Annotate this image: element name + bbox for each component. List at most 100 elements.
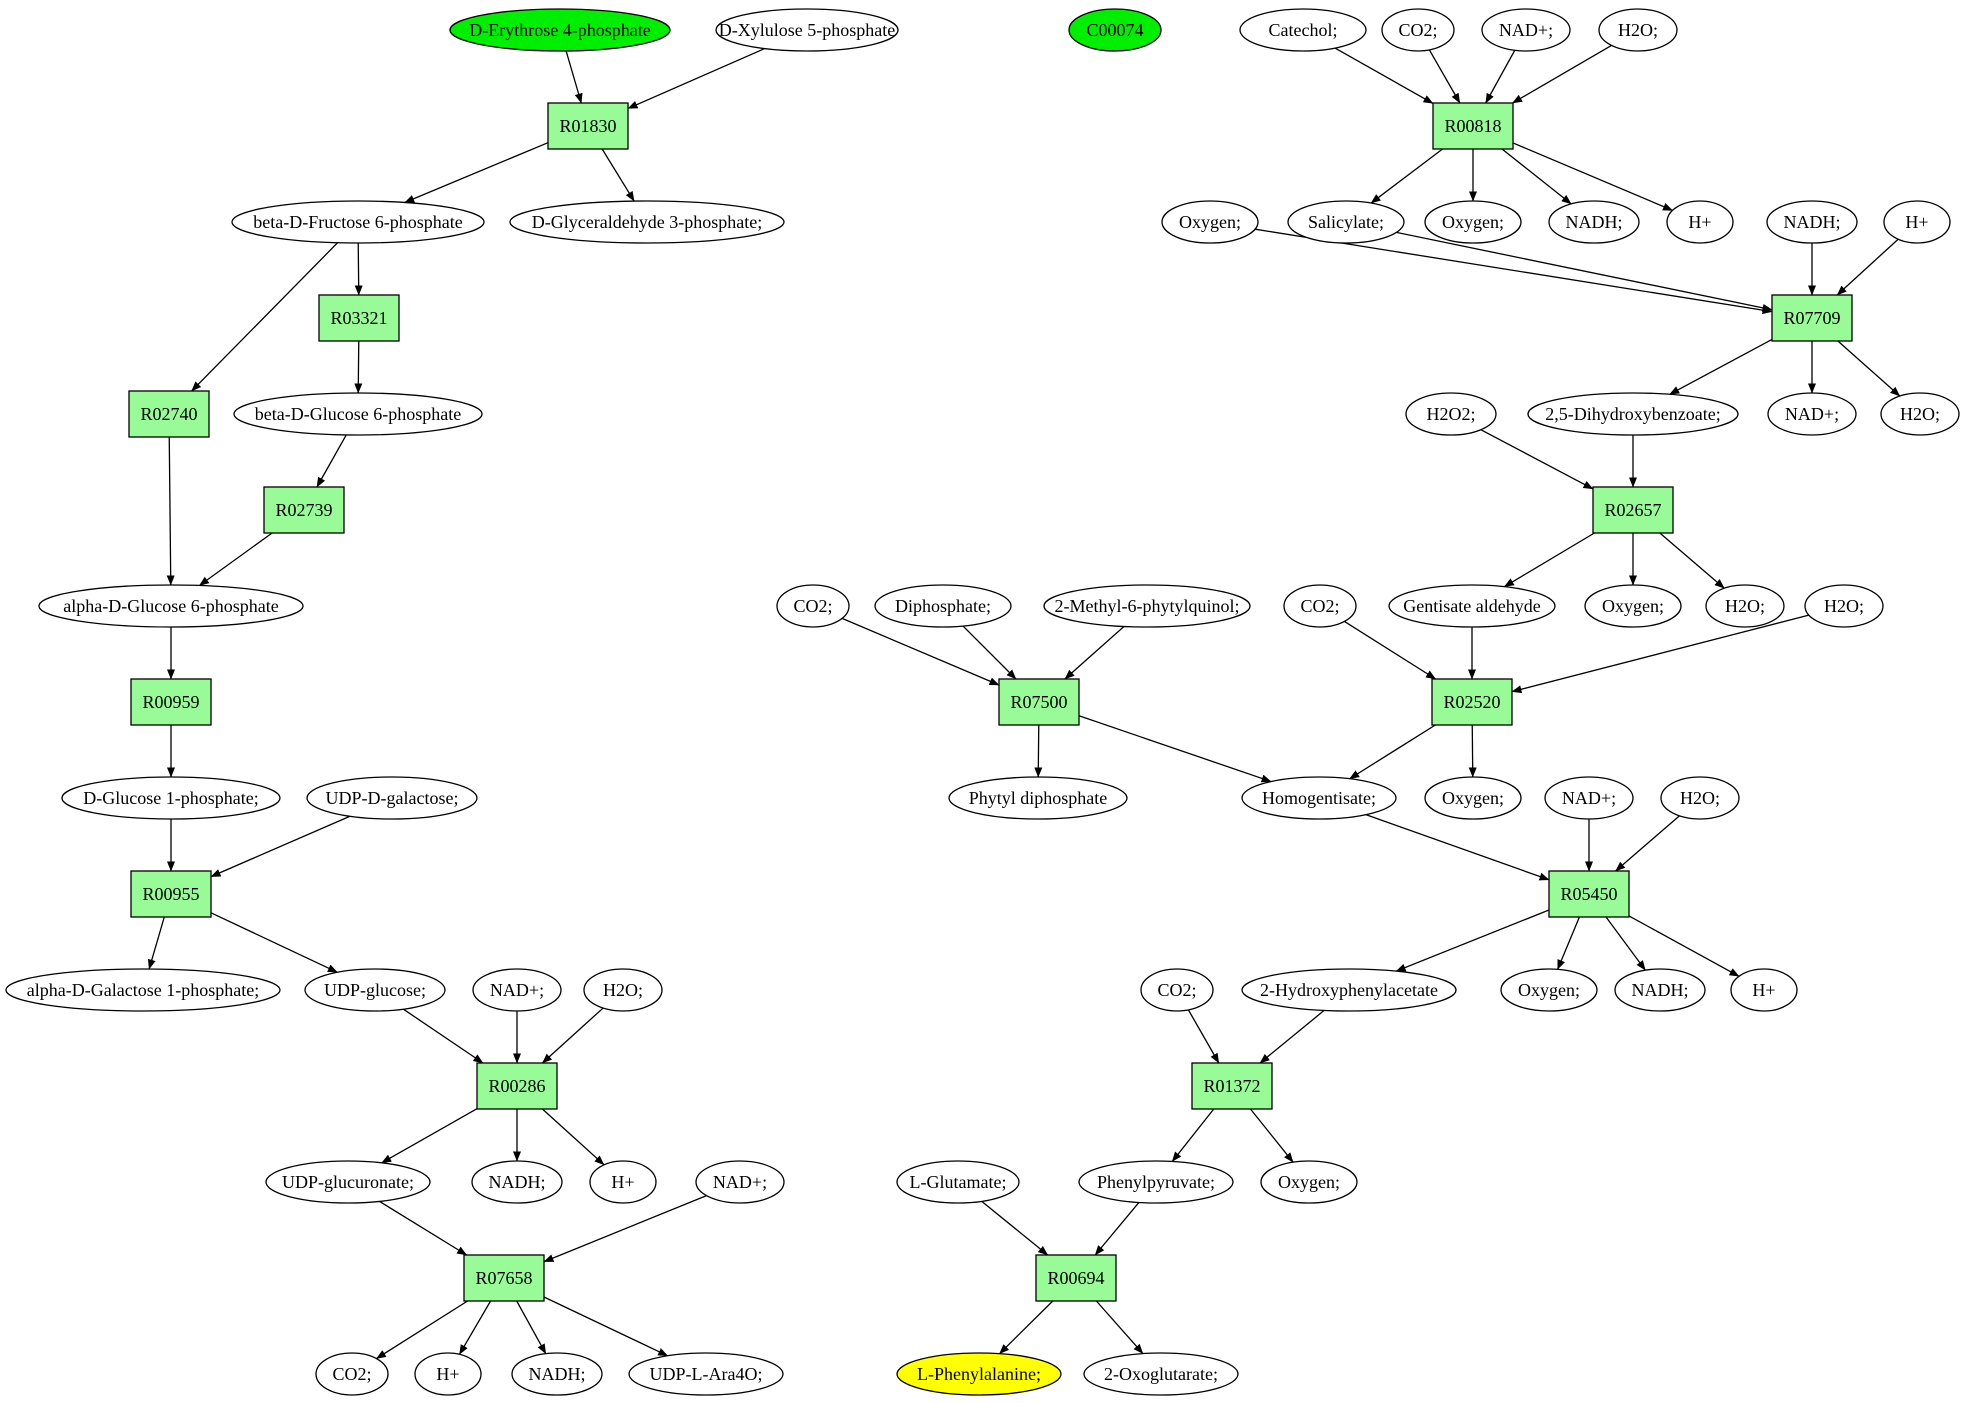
reaction-node-r07500: R07500 [998,678,1080,726]
compound-ellipse [1883,200,1951,244]
node-label: R00694 [1047,1268,1104,1288]
edge-r00955-to-alpha-d-galactose-1-phosphate [147,916,165,970]
compound-node-phenylpyruvate: Phenylpyruvate; [1078,1160,1234,1204]
compound-node-alpha-d-glucose-6-phosphate: alpha-D-Glucose 6-phosphate [38,584,304,628]
node-label: R03321 [330,308,387,328]
node-label: Salicylate; [1308,212,1384,232]
edge-h2o-to-r05450 [1615,815,1680,872]
edge-diphosphate-to-r07500 [962,625,1017,680]
edge-co2-to-r02520 [1344,620,1437,680]
node-label: NAD+; [713,1172,767,1192]
reaction-box [130,870,212,918]
compound-node-h: H+ [1666,200,1734,244]
node-label: R01830 [559,116,616,136]
edge-r07658-to-nadh [516,1300,547,1355]
compound-ellipse [1241,968,1457,1012]
compound-ellipse [1388,584,1556,628]
compound-node-beta-d-fructose-6-phosphate: beta-D-Fructose 6-phosphate [231,200,485,244]
compound-ellipse [583,968,663,1012]
compound-ellipse [306,776,478,820]
compound-node-oxygen: Oxygen; [1260,1160,1358,1204]
compound-node-udp-l-ara4o: UDP-L-Ara4O; [628,1352,784,1396]
node-label: CO2; [793,596,832,616]
compound-node-nadh: NADH; [1614,968,1706,1012]
node-label: Oxygen; [1179,212,1241,232]
reaction-node-r03321: R03321 [318,294,400,342]
reaction-box [1035,1254,1117,1302]
node-label: NAD+; [1499,20,1553,40]
compound-node-co2: CO2; [315,1352,389,1396]
compound-ellipse [1083,1352,1239,1396]
reaction-node-r02657: R02657 [1592,486,1674,534]
reaction-node-r05450: R05450 [1548,870,1630,918]
edge-r01372-to-phenylpyruvate [1171,1108,1215,1162]
compound-ellipse [1614,968,1706,1012]
node-label: NADH; [1566,212,1623,232]
edge-r07658-to-co2 [376,1300,468,1360]
node-label: R00955 [142,884,199,904]
edge-r00694-to-l-phenylalanine [999,1300,1054,1355]
node-label: R02520 [1443,692,1500,712]
compound-ellipse [1140,968,1214,1012]
compound-node-oxygen: Oxygen; [1584,584,1682,628]
edge-r00818-to-salicylate [1370,148,1443,204]
node-label: Homogentisate; [1262,788,1376,808]
edge-beta-d-fructose-6-phosphate-to-r03321 [354,242,363,296]
reaction-box [263,486,345,534]
node-label: UDP-glucose; [324,980,426,1000]
node-label: C00074 [1086,20,1143,40]
node-label: H2O; [603,980,643,1000]
edge-r02657-to-h2o [1659,532,1725,589]
edge-r05450-to-oxygen [1557,916,1581,970]
reaction-node-r00818: R00818 [1432,102,1514,150]
compound-ellipse [1283,584,1357,628]
node-label: UDP-D-galactose; [326,788,459,808]
edge-r02520-to-oxygen [1468,724,1477,778]
compound-ellipse [449,8,671,52]
reaction-node-r00959: R00959 [130,678,212,726]
compound-node-h2o: H2O; [583,968,663,1012]
edge-udp-glucose-to-r00286 [403,1008,484,1064]
compound-node-beta-d-glucose-6-phosphate: beta-D-Glucose 6-phosphate [233,392,483,436]
node-label: alpha-D-Galactose 1-phosphate; [27,980,259,1000]
node-label: H2O; [1824,596,1864,616]
edge-r07658-to-h [458,1300,492,1355]
compound-node-nadh: NADH; [1766,200,1858,244]
compound-node-co2: CO2; [776,584,850,628]
edge-r07500-to-phytyl-diphosphate [1034,724,1043,778]
node-label: CO2; [1398,20,1437,40]
edge-r00818-to-nadh [1501,148,1572,205]
compound-ellipse [1381,8,1455,52]
reaction-box [1771,294,1853,342]
reaction-box [130,678,212,726]
edge-r01372-to-oxygen [1249,1108,1294,1163]
reaction-node-r07709: R07709 [1771,294,1853,342]
edge-nad-to-r00818 [1485,49,1516,104]
compound-ellipse [1161,200,1259,244]
node-label: H2O; [1725,596,1765,616]
compound-ellipse [1078,1160,1234,1204]
node-label: R00959 [142,692,199,712]
compound-ellipse [315,1352,389,1396]
compound-ellipse [896,1352,1062,1396]
compound-ellipse [233,392,483,436]
compound-node-homogentisate: Homogentisate; [1241,776,1397,820]
compound-ellipse [874,584,1012,628]
compound-node-h2o: H2O; [1660,776,1740,820]
node-label: H+ [436,1364,459,1384]
compound-ellipse [1287,200,1405,244]
compound-node-h2o: H2O; [1598,8,1678,52]
compound-node-l-phenylalanine: L-Phenylalanine; [896,1352,1062,1396]
compound-ellipse [1730,968,1798,1012]
node-label: D-Glyceraldehyde 3-phosphate; [532,212,762,232]
reaction-box [1548,870,1630,918]
compound-node-udp-glucose: UDP-glucose; [304,968,446,1012]
compound-ellipse [1239,8,1367,52]
node-label: H+ [1905,212,1928,232]
edge-salicylate-to-r07709 [1396,231,1773,312]
reaction-node-r02740: R02740 [128,390,210,438]
compound-node-nadh: NADH; [511,1352,603,1396]
node-label: NADH; [489,1172,546,1192]
node-label: R02739 [275,500,332,520]
